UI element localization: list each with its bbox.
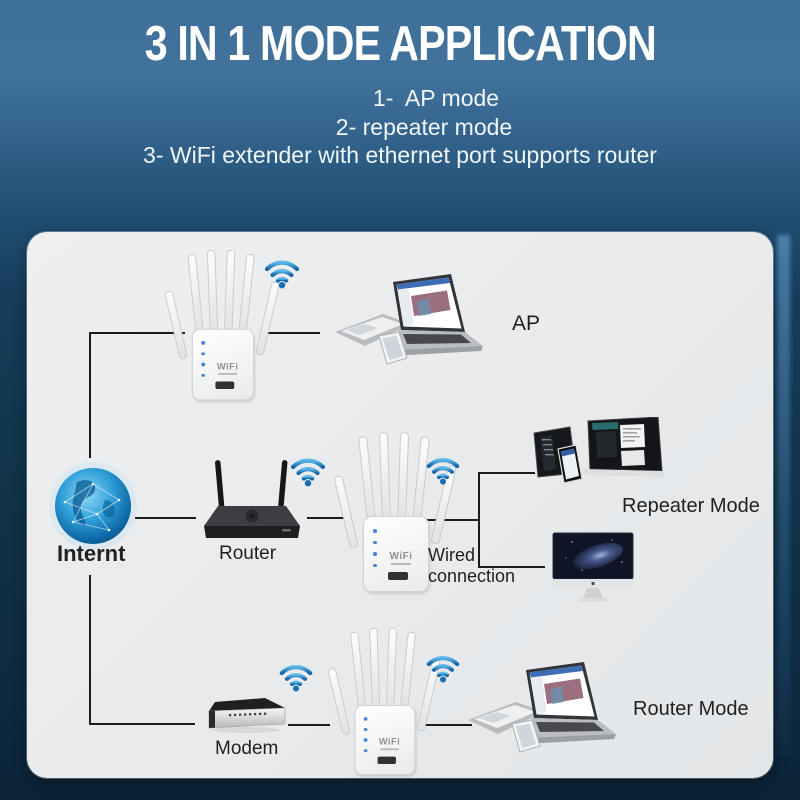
tablet [468, 702, 544, 734]
imac-monitor [552, 532, 634, 602]
antenna [349, 631, 367, 712]
mode-item-1: 1- AP mode [372, 85, 500, 111]
antenna [327, 667, 351, 736]
laptop-group-router-mode [468, 662, 616, 753]
connection-line-row3-left [89, 723, 195, 725]
repeater-body: WiFi [354, 705, 418, 776]
wifi-icon [426, 656, 460, 683]
wired-connection-label: Wired connection [428, 545, 515, 587]
connection-line-repeater-laptop [420, 724, 472, 726]
antenna [397, 431, 410, 523]
mode-list: 1- AP mode 2- repeater mode 3- WiFi exte… [0, 84, 800, 170]
repeater-device-middle: WiFi [333, 430, 457, 594]
smartphone [511, 719, 541, 753]
router-label: Router [219, 543, 277, 564]
antenna [369, 627, 381, 711]
wifi-logo-text: WiFi [199, 362, 257, 375]
connection-line-row1-right [265, 332, 320, 334]
header: 3 IN 1 MODE APPLICATION 1- AP mode 2- re… [0, 0, 800, 170]
connection-line-backbone-lower [89, 575, 91, 725]
laptop [522, 662, 616, 744]
device-badge [388, 572, 408, 580]
connection-line-branch-vertical [478, 472, 480, 568]
repeater-body: WiFi [191, 328, 257, 401]
connection-line-backbone-upper [89, 332, 91, 458]
smartphone [378, 331, 408, 365]
connection-line-modem-repeater [288, 724, 330, 726]
diagram-panel: WiFi [27, 232, 773, 778]
repeater-device-top: WiFi [164, 248, 281, 402]
wifi-icon [264, 260, 300, 289]
ap-label: AP [512, 312, 541, 335]
device-group-repeater-mode [533, 417, 666, 484]
connection-line-branch-top [478, 472, 535, 474]
laptop [582, 417, 666, 477]
antenna [378, 431, 391, 523]
mode-item-3: 3- WiFi extender with ethernet port supp… [143, 142, 657, 168]
connection-line-row1-left [89, 332, 185, 334]
antenna [206, 249, 219, 335]
antenna [385, 627, 398, 711]
repeater-mode-label: Repeater Mode [622, 495, 760, 517]
tablet [335, 314, 411, 346]
smartphone [557, 444, 583, 484]
antenna [333, 474, 359, 550]
router-device [204, 460, 300, 538]
wifi-logo-text: WiFi [370, 551, 432, 565]
antenna [164, 290, 189, 360]
internet-label: Internt [57, 541, 126, 566]
wifi-logo-text: WiFi [361, 737, 418, 749]
antenna [358, 436, 376, 523]
router-mode-label: Router Mode [633, 698, 749, 720]
antenna [187, 253, 205, 335]
wired-line1: Wired [428, 545, 476, 565]
wifi-icon [426, 458, 460, 485]
wired-line2: connection [428, 566, 516, 586]
antenna [399, 631, 417, 712]
antenna [238, 253, 255, 335]
repeater-device-bottom: WiFi [327, 626, 441, 777]
modem-label: Modem [215, 738, 279, 759]
repeater-body: WiFi [363, 516, 429, 592]
device-badge [215, 381, 235, 389]
background-light-streak [777, 235, 790, 755]
laptop [389, 274, 483, 356]
internet-globe [49, 462, 137, 550]
mode-item-2: 2- repeater mode [335, 113, 513, 140]
connection-line-repeater-branch [427, 519, 478, 521]
antenna [255, 280, 281, 357]
wifi-icon [279, 665, 313, 692]
laptop-group-ap [335, 274, 483, 365]
connection-line-router-repeater [307, 517, 352, 519]
antenna [223, 249, 236, 335]
device-badge [377, 756, 396, 764]
page-title: 3 IN 1 MODE APPLICATION [144, 17, 656, 71]
connection-line-internet-router [135, 517, 196, 519]
connection-line-branch-bottom [478, 566, 545, 568]
modem-device [208, 698, 286, 733]
wifi-icon [290, 458, 326, 487]
